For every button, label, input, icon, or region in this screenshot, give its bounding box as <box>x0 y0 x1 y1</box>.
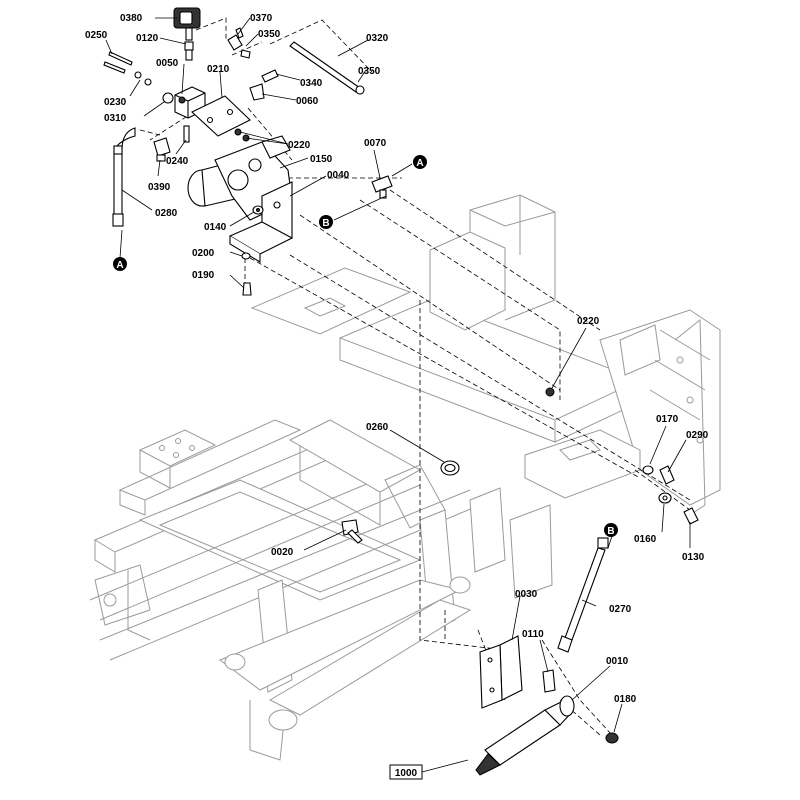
callout-0040: 0040 <box>327 170 350 181</box>
bracket-plate-0210 <box>191 95 251 142</box>
callout-0380: 0380 <box>120 13 143 24</box>
fitting-0110 <box>542 669 556 693</box>
callout-0050: 0050 <box>156 58 179 69</box>
mount-bracket-0040 <box>228 181 294 263</box>
grommet-0260 <box>440 460 460 476</box>
callout-0290: 0290 <box>686 430 709 441</box>
tee-fitting-0070 <box>371 175 393 199</box>
callout-0020: 0020 <box>271 547 294 558</box>
bolt-0190 <box>242 282 252 296</box>
ghosted-chassis-frame <box>89 194 721 761</box>
callout-0190: 0190 <box>192 270 215 281</box>
callout-0280: 0280 <box>155 208 178 219</box>
bolt-0240 <box>183 125 190 143</box>
bolts-0290-0130 <box>659 465 699 525</box>
nut-0200 <box>241 252 251 260</box>
callout-0170: 0170 <box>656 414 679 425</box>
marker-a-top: A <box>413 155 427 169</box>
marker-b-hose: B <box>604 523 618 537</box>
elbow-fittings-0370 <box>227 27 251 59</box>
callout-0270: 0270 <box>609 604 632 615</box>
callout-0120: 0120 <box>136 33 159 44</box>
callout-0140: 0140 <box>204 222 227 233</box>
callout-0030: 0030 <box>515 589 538 600</box>
svg-text:A: A <box>116 260 123 271</box>
svg-text:B: B <box>607 526 614 537</box>
callout-0220-upper: 0220 <box>288 140 311 151</box>
callout-0150: 0150 <box>310 154 333 165</box>
callout-0340: 0340 <box>300 78 323 89</box>
bolt-0020 <box>341 519 363 544</box>
callout-0370: 0370 <box>250 13 273 24</box>
hydraulic-cylinder-0010 <box>475 695 575 776</box>
callout-0260: 0260 <box>366 422 389 433</box>
callout-0160: 0160 <box>634 534 657 545</box>
leader-lines <box>105 17 691 773</box>
callout-0250: 0250 <box>85 30 108 41</box>
fitting-0120 <box>184 41 194 61</box>
callout-0200: 0200 <box>192 248 215 259</box>
callout-0320: 0320 <box>366 33 389 44</box>
plate-0030 <box>479 635 523 709</box>
fittings-0340-0060 <box>249 69 279 101</box>
svg-text:B: B <box>322 218 329 229</box>
callout-0110: 0110 <box>522 629 544 640</box>
callout-0010: 0010 <box>606 656 629 667</box>
svg-text:1000: 1000 <box>395 768 418 779</box>
callout-0240: 0240 <box>166 156 189 167</box>
callout-0070: 0070 <box>364 138 387 149</box>
callout-0350-top: 0350 <box>258 29 281 40</box>
svg-text:A: A <box>416 158 423 169</box>
callout-0180: 0180 <box>614 694 637 705</box>
marker-a-hose: A <box>113 257 127 271</box>
bolts-0250 <box>103 51 152 86</box>
callout-0310: 0310 <box>104 113 127 124</box>
hose-0280 <box>112 127 136 227</box>
callout-labels: 0380 0370 0350 0250 0120 0320 0050 0210 … <box>85 13 709 705</box>
hose-0270 <box>557 537 609 653</box>
callout-0210: 0210 <box>207 64 230 75</box>
solenoid-valve-0380 <box>173 7 201 41</box>
callout-0130: 0130 <box>682 552 705 563</box>
marker-b-mid: B <box>319 215 333 229</box>
callout-0230: 0230 <box>104 97 127 108</box>
washers-0170-0160 <box>642 465 672 504</box>
fitting-0220-frame <box>545 387 555 397</box>
washer-0140 <box>252 205 264 215</box>
callout-0060: 0060 <box>296 96 319 107</box>
connection-markers: A A B B <box>113 155 618 537</box>
callout-0350-right: 0350 <box>358 66 381 77</box>
assembly-reference: 1000 <box>389 764 423 780</box>
callout-0390: 0390 <box>148 182 171 193</box>
fitting-0390 <box>153 137 171 162</box>
callout-0220-frame: 0220 <box>577 316 600 327</box>
nut-0180 <box>605 732 619 744</box>
pipe-0320 <box>289 41 365 95</box>
